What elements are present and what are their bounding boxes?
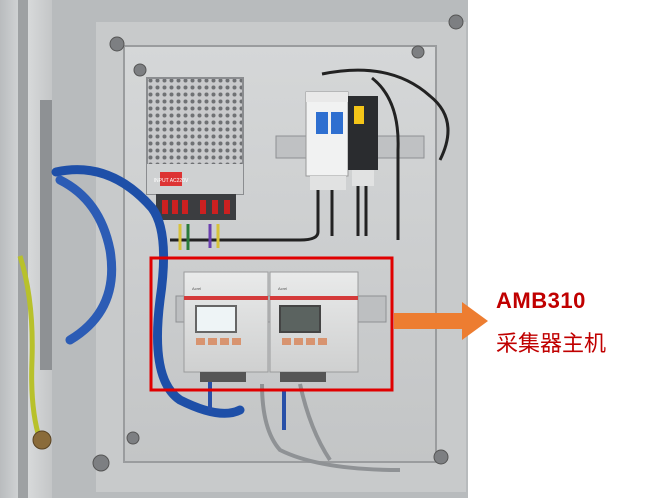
wires — [170, 68, 450, 250]
annotation-description: 采集器主机 — [496, 332, 607, 357]
ground-wire — [17, 255, 43, 441]
circuit-breaker — [305, 91, 378, 190]
annotation-model: AMB310 — [496, 288, 586, 313]
meter-right-brand: Acrel — [278, 286, 287, 291]
psu-label: INPUT AC220V — [154, 178, 189, 184]
cabinet-photo: INPUT AC220V — [0, 0, 468, 498]
power-supply: INPUT AC220V — [146, 77, 244, 220]
highlight-box — [149, 256, 394, 392]
lower-wires — [208, 382, 401, 472]
meter-right: Acrel — [269, 271, 359, 382]
screw-icon — [92, 14, 464, 472]
blue-cable — [51, 165, 245, 418]
annotation-arrow-icon — [394, 302, 488, 340]
meter-left-brand: Acrel — [192, 286, 201, 291]
meter-left: Acrel — [183, 271, 269, 382]
